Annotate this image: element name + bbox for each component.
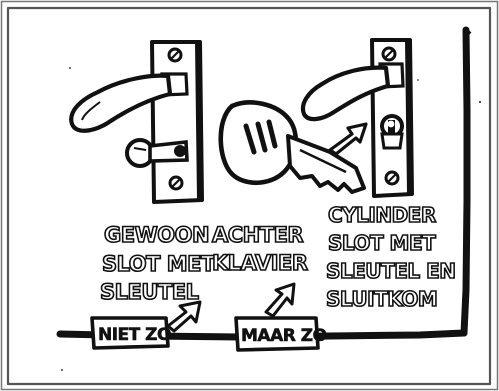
right-caption-line4: SLUITKOM xyxy=(326,287,437,311)
label-right: MAAR ZO xyxy=(241,326,327,346)
scan-speckles xyxy=(61,67,482,371)
left-lock-group xyxy=(69,40,204,204)
label-left: NIET ZO xyxy=(98,325,171,345)
right-caption-line3: SLEUTEL EN xyxy=(326,259,455,283)
label-right-box: MAAR ZO xyxy=(234,316,327,352)
label-left-box: NIET ZO xyxy=(90,316,172,350)
key-icon xyxy=(218,100,368,194)
left-caption-line3: SLEUTEL xyxy=(100,280,199,304)
left-pointer-arrow xyxy=(166,300,202,333)
cylinder-lock-handle-icon xyxy=(300,38,414,198)
right-caption-line2: SLOT MET xyxy=(328,231,436,255)
left-caption-line1: GEWOON xyxy=(104,223,209,247)
key-group xyxy=(218,100,368,194)
door-handle-with-key-icon xyxy=(69,40,204,204)
right-caption-line1: CYLINDER xyxy=(328,203,436,227)
left-caption-line2: SLOT MET xyxy=(102,252,216,276)
middle-caption-line2: KLAVIER xyxy=(212,251,308,275)
right-lock-group xyxy=(300,38,414,198)
right-caption: CYLINDER SLOT MET SLEUTEL EN SLUITKOM xyxy=(325,202,457,312)
middle-caption-line1: ACHTER xyxy=(212,223,303,247)
middle-caption: ACHTER KLAVIER xyxy=(211,222,309,276)
left-caption: GEWOON SLOT MET SLEUTEL xyxy=(99,222,217,305)
middle-pointer-arrow xyxy=(264,282,296,318)
